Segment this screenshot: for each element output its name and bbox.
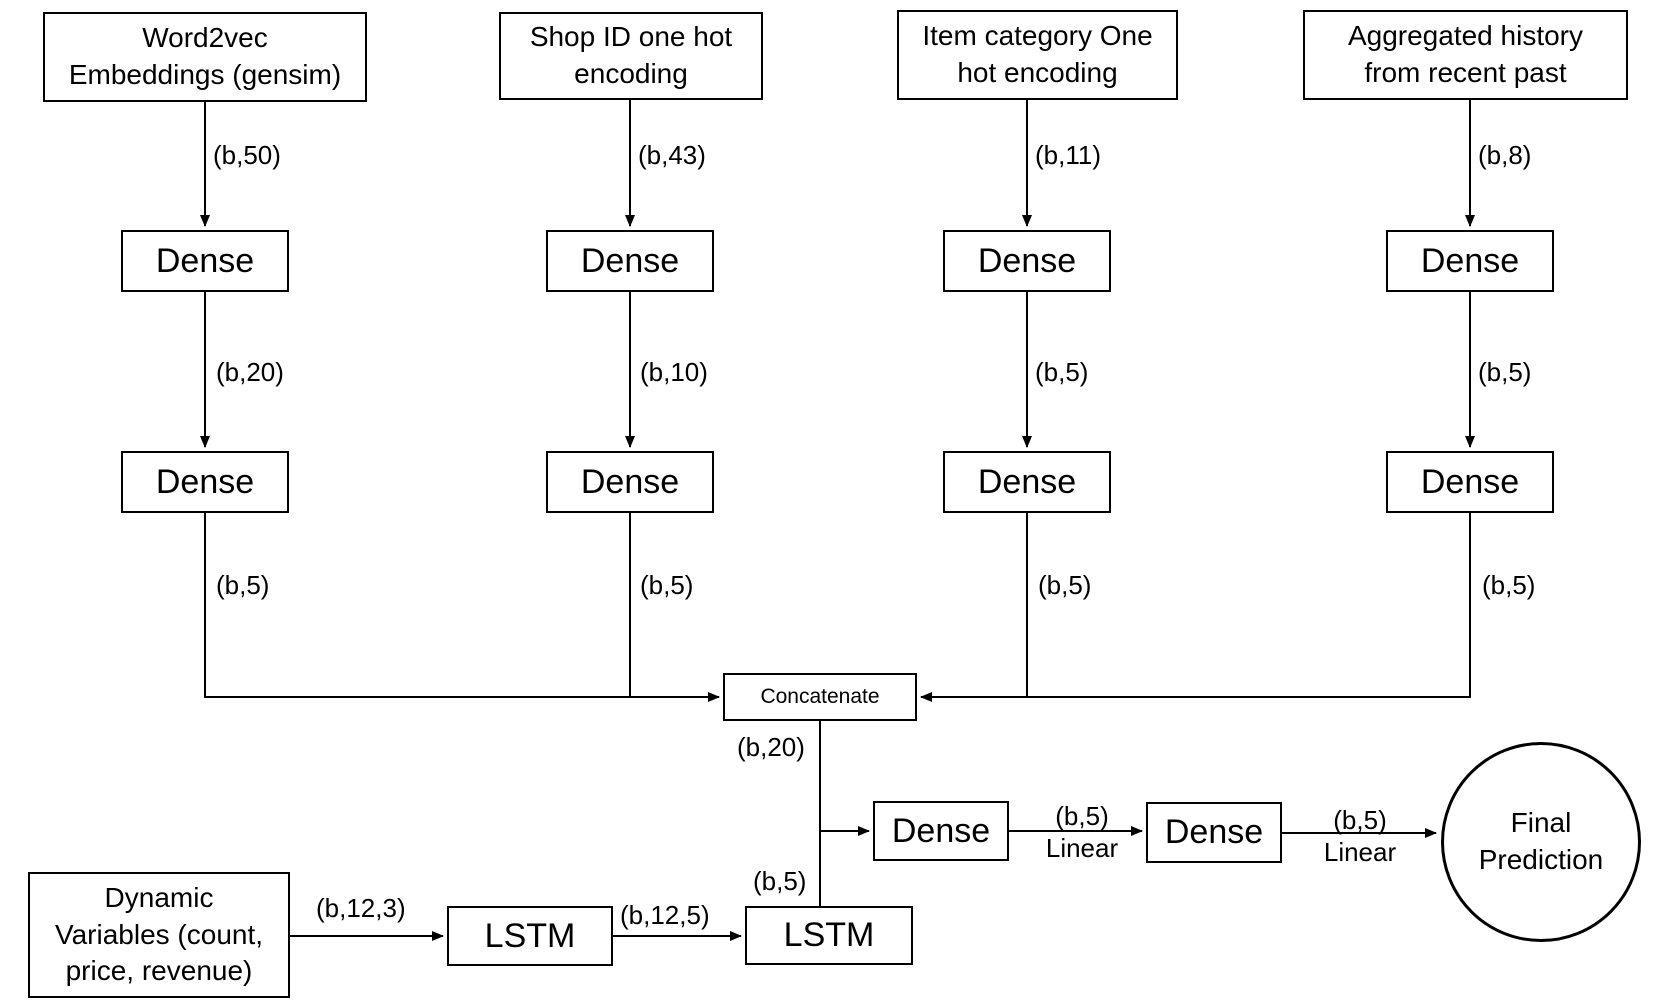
input-label-line: Word2vec: [142, 22, 268, 54]
dim-label-col3-mid: (b,5): [1035, 357, 1089, 387]
dense-label: Dense: [977, 241, 1077, 280]
final-label-line: Prediction: [1478, 844, 1604, 875]
dense-label: Dense: [1420, 241, 1520, 280]
input-label-line: Aggregated history: [1347, 20, 1584, 52]
input-label-line: encoding: [574, 58, 688, 89]
dense-label: Dense: [977, 462, 1077, 501]
input-label-line: Item category One: [922, 20, 1153, 52]
input-label-line: Embeddings (gensim): [68, 59, 342, 90]
dim-label-dynamic-out: (b,12,3): [316, 893, 406, 923]
input-label-line: Shop ID one hot: [529, 21, 733, 53]
dim-label-col4-in: (b,8): [1478, 140, 1532, 170]
activation-label-dense5: Linear: [1045, 833, 1119, 863]
dense-box-col3-row1: Dense: [943, 230, 1111, 292]
dense-label: Dense: [580, 462, 680, 501]
dim-label-col2-in: (b,43): [638, 140, 706, 170]
lstm-box-1: LSTM: [447, 906, 613, 966]
input-label-line: hot encoding: [957, 57, 1118, 88]
dim-label-dense5-out: (b,5): [1055, 801, 1109, 831]
final-prediction-node: Final Prediction: [1441, 742, 1641, 942]
dense-label: Dense: [1420, 462, 1520, 501]
input-label-line: Variables (count,: [54, 918, 264, 950]
activation-label-dense6: Linear: [1323, 837, 1397, 867]
dim-label-col2-out: (b,5): [640, 570, 694, 600]
dense-box-col1-row1: Dense: [121, 230, 289, 292]
dim-label-dense6-out: (b,5): [1333, 805, 1387, 835]
concatenate-box: Concatenate: [723, 673, 917, 721]
dense-box-col1-row2: Dense: [121, 451, 289, 513]
dense-label: Dense: [891, 811, 991, 850]
dense-label: Dense: [1164, 813, 1264, 851]
final-label-line: Final: [1510, 807, 1572, 839]
dim-label-col3-out: (b,5): [1038, 570, 1092, 600]
concatenate-label: Concatenate: [760, 685, 880, 708]
input-box-dynamic-variables: Dynamic Variables (count, price, revenue…: [28, 872, 290, 998]
dim-label-col2-mid: (b,10): [640, 357, 708, 387]
input-label-line: from recent past: [1364, 57, 1567, 88]
lstm-label: LSTM: [484, 916, 576, 955]
lstm-label: LSTM: [783, 916, 875, 954]
input-box-word2vec: Word2vec Embeddings (gensim): [43, 12, 367, 102]
dense-box-col3-row2: Dense: [943, 451, 1111, 513]
dense-box-output: Dense: [1146, 802, 1282, 863]
input-box-item-category: Item category One hot encoding: [897, 10, 1178, 100]
dense-label: Dense: [580, 241, 680, 280]
dim-label-col4-mid: (b,5): [1478, 357, 1532, 387]
lstm-box-2: LSTM: [745, 906, 913, 965]
dense-box-col2-row2: Dense: [546, 451, 714, 513]
dense-box-col4-row2: Dense: [1386, 451, 1554, 513]
dim-label-col1-out: (b,5): [216, 570, 270, 600]
dense-box-merge: Dense: [873, 801, 1009, 861]
input-box-aggregated-history: Aggregated history from recent past: [1303, 10, 1628, 100]
dim-label-lstm2-out: (b,5): [753, 866, 807, 896]
dim-label-col1-in: (b,50): [213, 140, 281, 170]
dense-box-col2-row1: Dense: [546, 230, 714, 292]
dense-label: Dense: [155, 462, 255, 501]
dim-label-col3-in: (b,11): [1035, 140, 1101, 170]
arrow-left-collector-concatenate: [204, 513, 720, 702]
dim-label-lstm1-out: (b,12,5): [620, 900, 710, 930]
dense-label: Dense: [155, 241, 255, 280]
input-label-line: price, revenue): [65, 955, 253, 987]
input-label-line: Dynamic: [104, 881, 214, 913]
dense-box-col4-row1: Dense: [1386, 230, 1554, 292]
arrow-right-collector-concatenate: [920, 513, 1471, 702]
dim-label-col4-out: (b,5): [1482, 570, 1536, 600]
dim-label-concat-out: (b,20): [737, 732, 805, 762]
dim-label-col1-mid: (b,20): [216, 357, 284, 387]
input-box-shop-id: Shop ID one hot encoding: [499, 12, 763, 100]
